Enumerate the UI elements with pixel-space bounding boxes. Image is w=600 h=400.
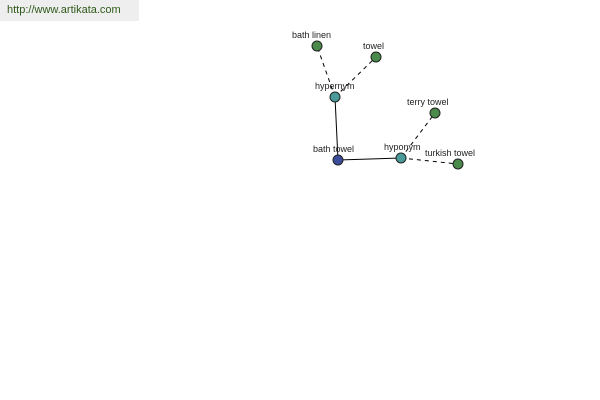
node-hypernym[interactable] bbox=[329, 91, 341, 103]
edges-layer bbox=[316, 45, 459, 165]
nodes-layer bbox=[311, 40, 464, 170]
edge-bath-towel-to-hypernym bbox=[334, 96, 339, 161]
labels-layer: bath towel hypernym hyponym bath linen towel… bbox=[292, 30, 475, 158]
node-label-terry-towel[interactable]: terry towel bbox=[407, 97, 449, 107]
edge-hypernym-to-bath-linen bbox=[316, 45, 336, 98]
node-terry-towel[interactable] bbox=[429, 107, 441, 119]
node-label-bath-towel[interactable]: bath towel bbox=[313, 144, 354, 154]
node-label-bath-linen[interactable]: bath linen bbox=[292, 30, 331, 40]
edge-bath-towel-to-hyponym bbox=[337, 157, 402, 161]
node-bath-towel[interactable] bbox=[332, 154, 344, 166]
node-hyponym[interactable] bbox=[395, 152, 407, 164]
node-towel[interactable] bbox=[370, 51, 382, 63]
node-turkish-towel[interactable] bbox=[452, 158, 464, 170]
node-label-towel[interactable]: towel bbox=[363, 41, 384, 51]
node-label-turkish-towel[interactable]: turkish towel bbox=[425, 148, 475, 158]
edge-hypernym-to-towel bbox=[334, 56, 377, 98]
node-bath-linen[interactable] bbox=[311, 40, 323, 52]
edge-hyponym-to-terry-towel bbox=[400, 112, 436, 159]
edge-hyponym-to-turkish-towel bbox=[400, 157, 459, 165]
site-url-label[interactable]: http://www.artikata.com bbox=[0, 0, 139, 21]
node-label-hypernym[interactable]: hypernym bbox=[315, 81, 355, 91]
node-label-hyponym[interactable]: hyponym bbox=[384, 142, 421, 152]
